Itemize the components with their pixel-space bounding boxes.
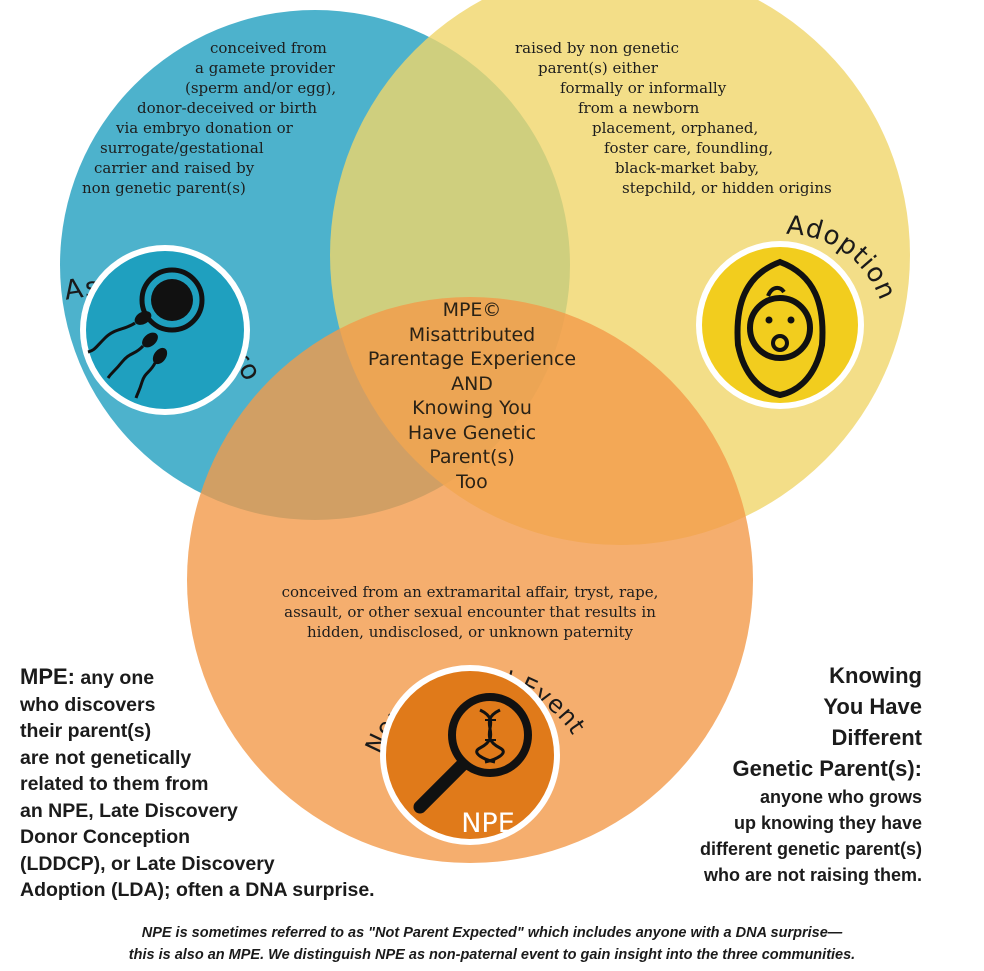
knowing-body-line: different genetic parent(s) [699,839,922,859]
ar-line: non genetic parent(s) [82,179,246,197]
knowing-heading-line: Different [831,725,922,750]
ar-line: via embryo donation or [116,119,293,137]
mpe-definition: MPE: any one who discovers their parent(… [20,664,440,904]
knowing-body-line: up knowing they have [733,813,922,833]
mpe-term: MPE: [20,664,75,689]
ad-line: foster care, foundling, [604,139,774,157]
knowing-definition: Knowing You Have Different Genetic Paren… [502,660,922,888]
ad-line: raised by non genetic [515,39,680,57]
footnote-line-2: this is also an MPE. We distinguish NPE … [128,947,856,963]
npe-line: hidden, undisclosed, or unknown paternit… [306,623,633,641]
ad-line: stepchild, or hidden origins [622,179,832,197]
mpe-def-line: an NPE, Late Discovery [20,799,238,822]
mpe-def-line: are not genetically [20,746,192,769]
adoption-description: raised by non genetic parent(s) either f… [515,38,895,198]
swaddled-baby-icon [696,241,864,409]
npe-circle [187,297,753,863]
ad-line: formally or informally [560,79,727,97]
mpe-def-line: any one [75,667,155,689]
npe-line: conceived from an extramarital affair, t… [281,583,659,601]
ar-line: carrier and raised by [94,159,255,177]
center-line: Have Genetic [407,421,537,444]
center-overlap-text: MPE© Misattributed Parentage Experience … [320,298,624,494]
npe-line: assault, or other sexual encounter that … [284,603,656,621]
mpe-def-line: their parent(s) [20,720,152,742]
ar-line: a gamete provider [195,59,335,77]
ar-line: (sperm and/or egg), [185,79,337,97]
npe-description: conceived from an extramarital affair, t… [200,582,740,642]
mpe-def-line: (LDDCP), or Late Discovery [20,852,275,875]
ad-line: black-market baby, [615,159,760,177]
ar-line: donor-deceived or birth [137,99,318,117]
sperm-egg-icon [80,245,250,415]
ar-line: surrogate/gestational [100,139,264,157]
center-line: Too [456,470,488,493]
knowing-heading-line: You Have [823,694,922,719]
ad-line: parent(s) either [538,59,658,77]
center-line: Parentage Experience [367,348,577,370]
knowing-heading-line: Knowing [829,663,922,688]
ad-line: from a newborn [578,99,700,117]
center-line: AND [451,372,493,395]
ad-line: placement, orphaned, [592,119,759,137]
dna-magnifier-icon [380,665,560,845]
mpe-definition-first-line: MPE: any one [20,664,440,692]
knowing-body-line: anyone who grows [759,787,922,807]
center-line: MPE© [442,299,502,321]
npe-badge: NPE [461,808,515,839]
assisted-reproduction-description: conceived from a gamete provider (sperm … [80,38,350,198]
footnote: NPE is sometimes referred to as "Not Par… [0,922,984,966]
knowing-heading-line: Genetic Parent(s): [732,756,923,781]
knowing-body-line: who are not raising them. [703,865,922,885]
center-line: Knowing You [412,397,532,419]
mpe-def-line: related to them from [20,773,209,795]
mpe-def-line: who discovers [20,693,156,716]
mpe-def-line: Donor Conception [20,826,191,848]
mpe-def-line: Adoption (LDA); often a DNA surprise. [20,879,375,901]
footnote-line-1: NPE is sometimes referred to as "Not Par… [141,925,843,941]
center-line: Misattributed [408,323,536,346]
ar-line: conceived from [210,39,327,57]
center-line: Parent(s) [429,446,515,468]
